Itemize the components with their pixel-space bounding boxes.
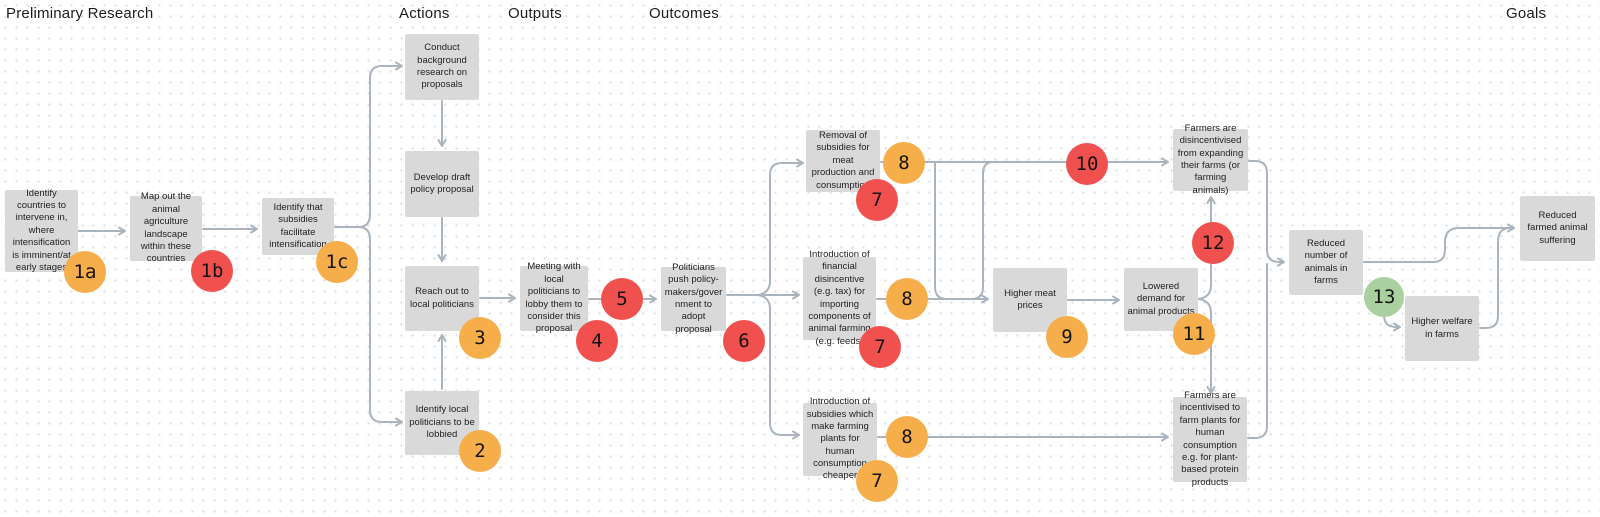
badge-7-10[interactable]: 7	[859, 326, 901, 368]
connector	[934, 161, 989, 304]
badge-2-3[interactable]: 2	[459, 430, 501, 472]
badge-7-12[interactable]: 7	[856, 460, 898, 502]
connector	[357, 226, 403, 427]
badge-13-18[interactable]: 13	[1364, 277, 1404, 317]
badge-6-7[interactable]: 6	[723, 320, 765, 362]
connector	[1479, 227, 1511, 329]
node-draft-policy[interactable]: Develop draft policy proposal	[405, 151, 479, 217]
connector	[757, 158, 804, 296]
badge-1b-1[interactable]: 1b	[191, 250, 233, 292]
connector	[357, 61, 403, 228]
node-map-landscape[interactable]: Map out the animal agriculture landscape…	[130, 191, 202, 264]
badge-7-8[interactable]: 7	[856, 179, 898, 221]
badge-8-13[interactable]: 8	[886, 416, 928, 458]
badge-11-16[interactable]: 11	[1173, 313, 1215, 355]
node-meeting-politicians[interactable]: Meeting with local politicians to lobby …	[520, 261, 588, 334]
badge-8-9[interactable]: 8	[883, 142, 925, 184]
badge-4-5[interactable]: 4	[576, 320, 618, 362]
node-higher-welfare[interactable]: Higher welfare in farms	[1405, 296, 1479, 361]
badge-3-4[interactable]: 3	[459, 317, 501, 359]
connector	[1248, 160, 1285, 267]
lane-title-goals[interactable]: Goals	[1506, 5, 1547, 22]
node-farmers-incentivised[interactable]: Farmers are incentivised to farm plants …	[1173, 390, 1247, 488]
connector	[876, 161, 994, 300]
lane-title-outcomes[interactable]: Outcomes	[649, 5, 719, 22]
badge-5-6[interactable]: 5	[601, 278, 643, 320]
badge-12-17[interactable]: 12	[1192, 222, 1234, 264]
node-politicians-push[interactable]: Politicians push policy-makers/governmen…	[661, 262, 726, 335]
badge-9-14[interactable]: 9	[1046, 316, 1088, 358]
connector	[1363, 223, 1515, 263]
connector	[1198, 196, 1216, 300]
node-reduced-suffering[interactable]: Reduced farmed animal suffering	[1520, 196, 1595, 261]
node-identify-countries[interactable]: Identify countries to intervene in, wher…	[5, 188, 78, 273]
badge-1c-2[interactable]: 1c	[316, 241, 358, 283]
node-identify-politicians[interactable]: Identify local politicians to be lobbied	[405, 391, 479, 455]
lane-title-preliminary-research[interactable]: Preliminary Research	[6, 5, 154, 22]
node-farmers-disincentivised[interactable]: Farmers are disincentivised from expandi…	[1173, 123, 1248, 196]
badge-8-11[interactable]: 8	[886, 278, 928, 320]
badge-10-15[interactable]: 10	[1066, 143, 1108, 185]
connector	[757, 294, 800, 440]
lane-title-outputs[interactable]: Outputs	[508, 5, 562, 22]
badge-1a-0[interactable]: 1a	[64, 251, 106, 293]
node-reduced-animals[interactable]: Reduced number of animals in farms	[1289, 230, 1363, 295]
connector	[1198, 298, 1216, 394]
node-background-research[interactable]: Conduct background research on proposals	[405, 34, 479, 100]
node-financial-disincentive[interactable]: Introduction of financial disincentive (…	[803, 249, 876, 347]
lane-title-actions[interactable]: Actions	[399, 5, 450, 22]
connector	[1247, 263, 1268, 439]
